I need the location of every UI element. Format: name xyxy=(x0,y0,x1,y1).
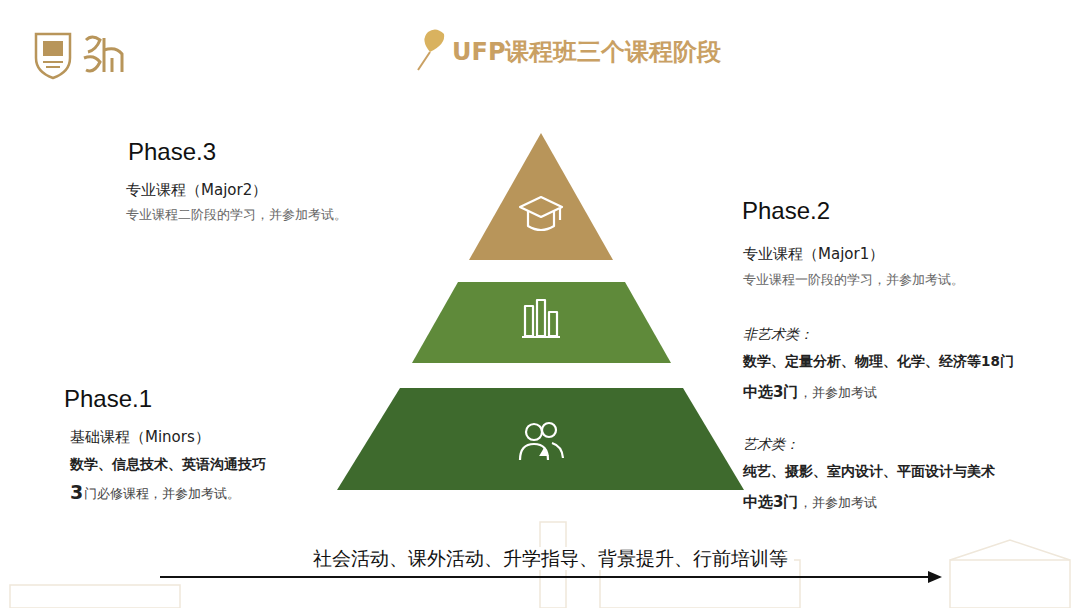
pyramid-bottom xyxy=(337,388,744,490)
people-icon xyxy=(520,423,563,460)
category-label: 非艺术类： xyxy=(743,326,813,343)
subject-list: 数学、信息技术、英语沟通技巧 xyxy=(70,456,266,472)
course-count: 3 xyxy=(70,481,83,504)
selection-note: ，并参加考试 xyxy=(799,495,877,511)
subject-list: 纯艺、摄影、室内设计、平面设计与美术 xyxy=(743,463,995,479)
course-name: 基础课程（Minors） xyxy=(70,428,210,446)
category-label: 艺术类： xyxy=(743,436,799,453)
school-logo xyxy=(36,34,70,78)
phase-heading: Phase.2 xyxy=(742,197,830,226)
selection-note: ，并参加考试 xyxy=(799,385,877,401)
course-name: 专业课程（Major1） xyxy=(743,245,884,263)
activities-text: 社会活动、课外活动、升学指导、背景提升、行前培训等 xyxy=(307,547,794,570)
building-watermark xyxy=(10,522,1070,608)
phase-heading: Phase.1 xyxy=(64,385,152,414)
pyramid-top xyxy=(469,133,613,260)
course-description: 专业课程一阶段的学习，并参加考试。 xyxy=(743,272,964,288)
page-title: UFP课程班三个课程阶段 xyxy=(452,38,721,67)
selection-rule: 中选3门 xyxy=(743,493,798,511)
course-name: 专业课程（Major2） xyxy=(126,181,267,199)
graduation-cap-icon xyxy=(520,197,562,230)
selection-note: 门必修课程，并参加考试。 xyxy=(84,486,240,502)
ginkgo-leaf-icon xyxy=(418,29,444,70)
timeline-arrow xyxy=(160,571,942,583)
phase-heading: Phase.3 xyxy=(128,138,216,167)
selection-rule: 中选3门 xyxy=(743,383,798,401)
chart-icon xyxy=(522,300,560,337)
subject-list: 数学、定量分析、物理、化学、经济等18门 xyxy=(743,353,1014,369)
course-description: 专业课程二阶段的学习，并参加考试。 xyxy=(126,207,347,223)
seal-logo xyxy=(84,37,122,72)
pyramid-middle xyxy=(412,282,671,363)
